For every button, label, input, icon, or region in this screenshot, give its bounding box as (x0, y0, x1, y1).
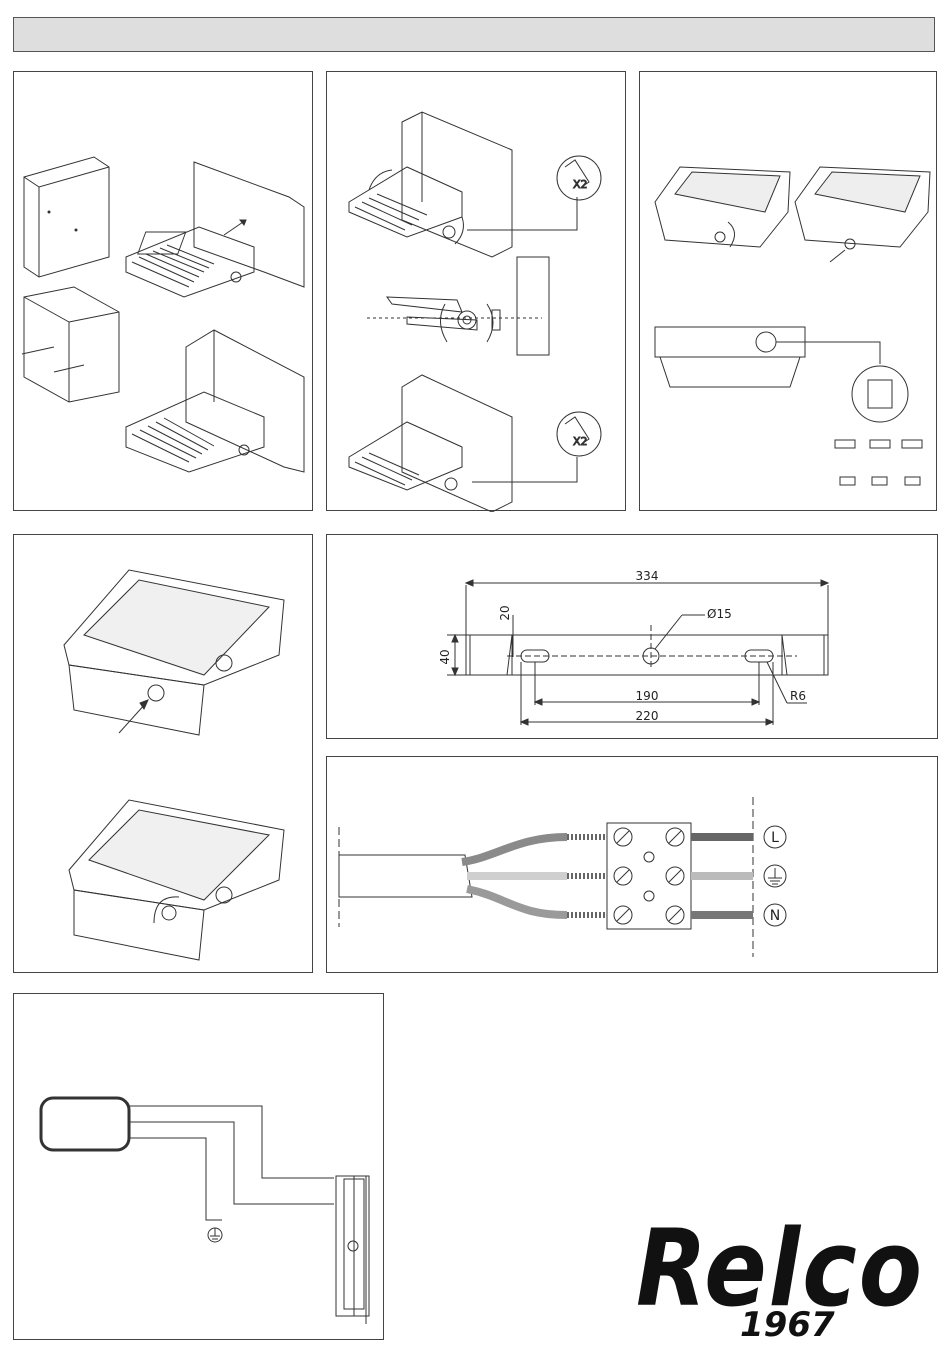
dim-flange: 20 (498, 605, 512, 620)
header-bar (13, 17, 935, 52)
wire-live (462, 837, 567, 862)
hex-key-callout (557, 412, 601, 456)
wall-block (24, 157, 109, 277)
switch-detail (852, 366, 908, 422)
panel-wiring: L N (326, 756, 938, 973)
settings-illustration (640, 72, 938, 512)
wall-section (517, 257, 549, 355)
wire-neutral (467, 889, 567, 915)
dim-slot-outer: 220 (636, 709, 659, 723)
panel-bracket-dimensions: 334 40 20 Ø15 190 220 R6 (326, 534, 938, 739)
hex-key-label: X2 (573, 178, 588, 191)
floodlight (349, 422, 462, 490)
dim-slot-spacing: 190 (636, 689, 659, 703)
dim-slot-radius: R6 (790, 689, 806, 703)
wall-block (402, 375, 512, 512)
panel-settings (639, 71, 937, 511)
panel-mounting (13, 71, 313, 511)
fixture-profile (336, 1176, 366, 1316)
selector-switch (756, 332, 776, 352)
wall-block (194, 162, 304, 287)
panel-gland (13, 534, 313, 973)
gland-illustration (14, 535, 314, 974)
tilt-illustration: X2 X2 (327, 72, 627, 512)
panel-connection (13, 993, 384, 1340)
dim-total-width: 334 (636, 569, 659, 583)
rotate-arrow (369, 170, 392, 190)
dim-bracket-height: 40 (438, 649, 452, 664)
panel-tilt: X2 X2 (326, 71, 626, 511)
wall-block (186, 330, 304, 472)
dim-hole-diameter: Ø15 (707, 607, 732, 621)
floodlight (349, 167, 462, 237)
hex-key-label: X2 (573, 435, 588, 448)
bracket-drawing: 334 40 20 Ø15 190 220 R6 (327, 535, 939, 740)
terminal-block (607, 823, 691, 929)
wall-block (24, 287, 119, 402)
brand-logo: Relco 1967 (636, 1212, 942, 1344)
mounting-illustration (14, 72, 314, 512)
driver-box (41, 1098, 129, 1150)
live-label: L (771, 830, 779, 846)
cable-sheath (339, 855, 472, 897)
cable-gland (148, 685, 164, 701)
brand-year: 1967 (740, 1306, 835, 1344)
bracket-body (466, 635, 828, 675)
wiring-diagram: L N (327, 757, 939, 974)
neutral-label: N (770, 908, 780, 924)
wall-block (402, 112, 512, 257)
connection-schematic (14, 994, 385, 1341)
floodlight (126, 392, 264, 472)
cable-gland (162, 906, 176, 920)
